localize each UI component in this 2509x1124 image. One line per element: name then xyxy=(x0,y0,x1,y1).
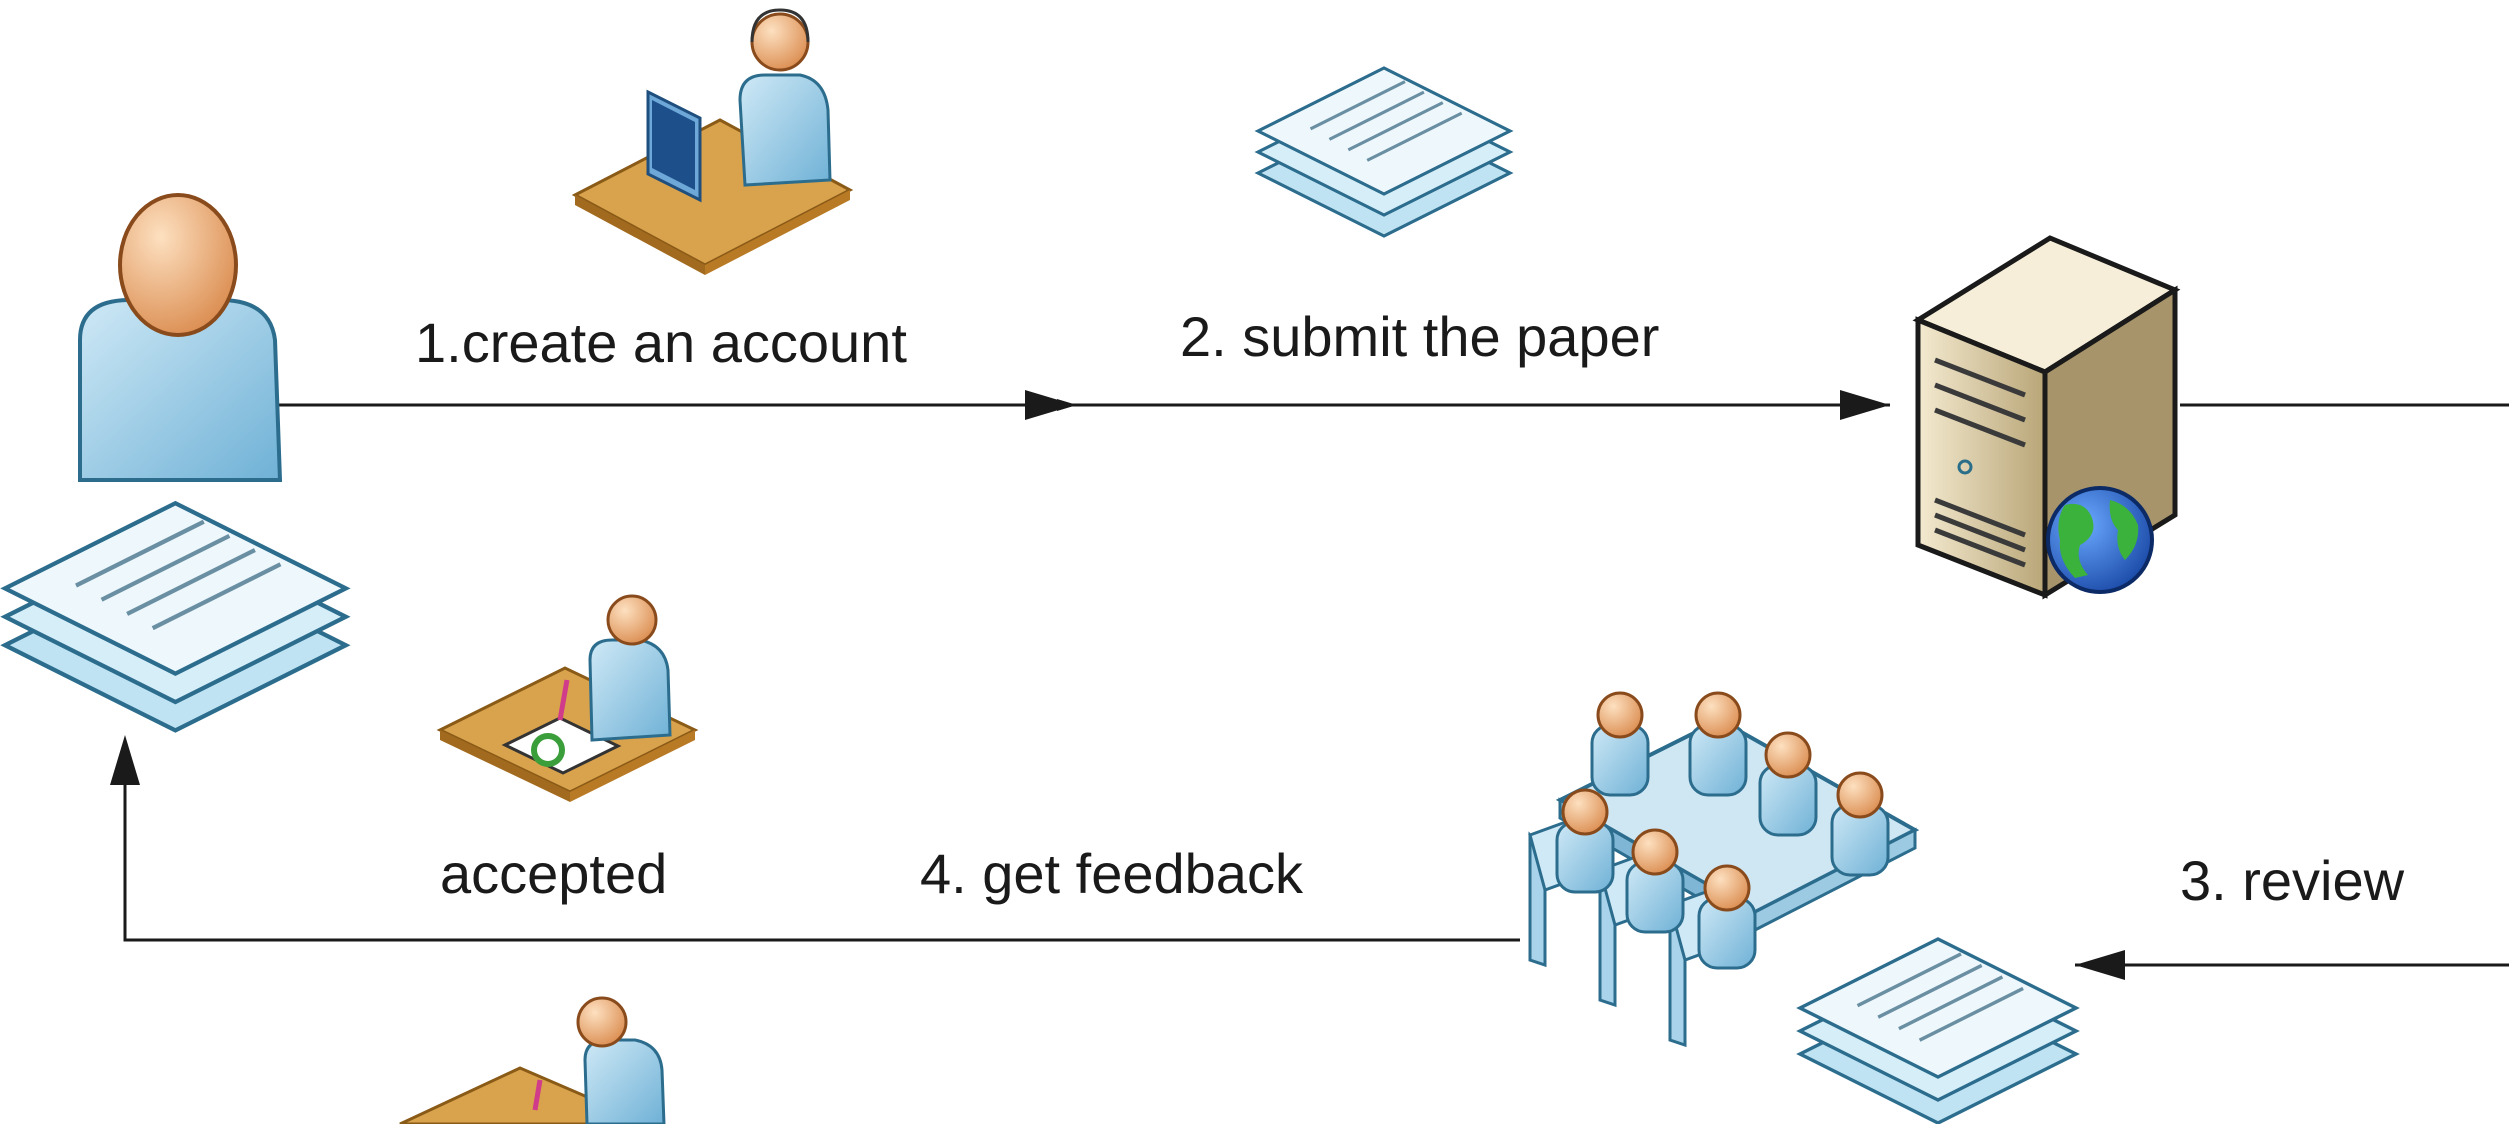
person-signing-document-icon-2 xyxy=(399,996,666,1124)
outcome-accepted-label: accepted xyxy=(440,842,667,905)
arrow-review xyxy=(2075,403,2509,980)
arrow-create-account xyxy=(270,390,1077,420)
review-committee-icon xyxy=(1528,691,1920,1048)
person-at-computer-icon xyxy=(571,8,854,275)
papers-stack-icon xyxy=(5,503,346,730)
step-get-feedback-label: 4. get feedback xyxy=(920,842,1304,905)
reviewed-papers-icon xyxy=(1798,937,2078,1124)
arrow-get-feedback xyxy=(110,735,1520,942)
author-person-icon xyxy=(78,193,283,482)
submitted-papers-icon xyxy=(1256,66,1512,238)
step-create-account-label: 1.create an account xyxy=(415,311,907,374)
globe-icon xyxy=(2046,486,2154,594)
person-signing-document-icon xyxy=(436,594,699,802)
step-submit-paper-label: 2. submit the paper xyxy=(1180,305,1659,368)
arrow-submit-paper xyxy=(1075,390,1890,420)
step-review-label: 3. review xyxy=(2180,849,2405,912)
